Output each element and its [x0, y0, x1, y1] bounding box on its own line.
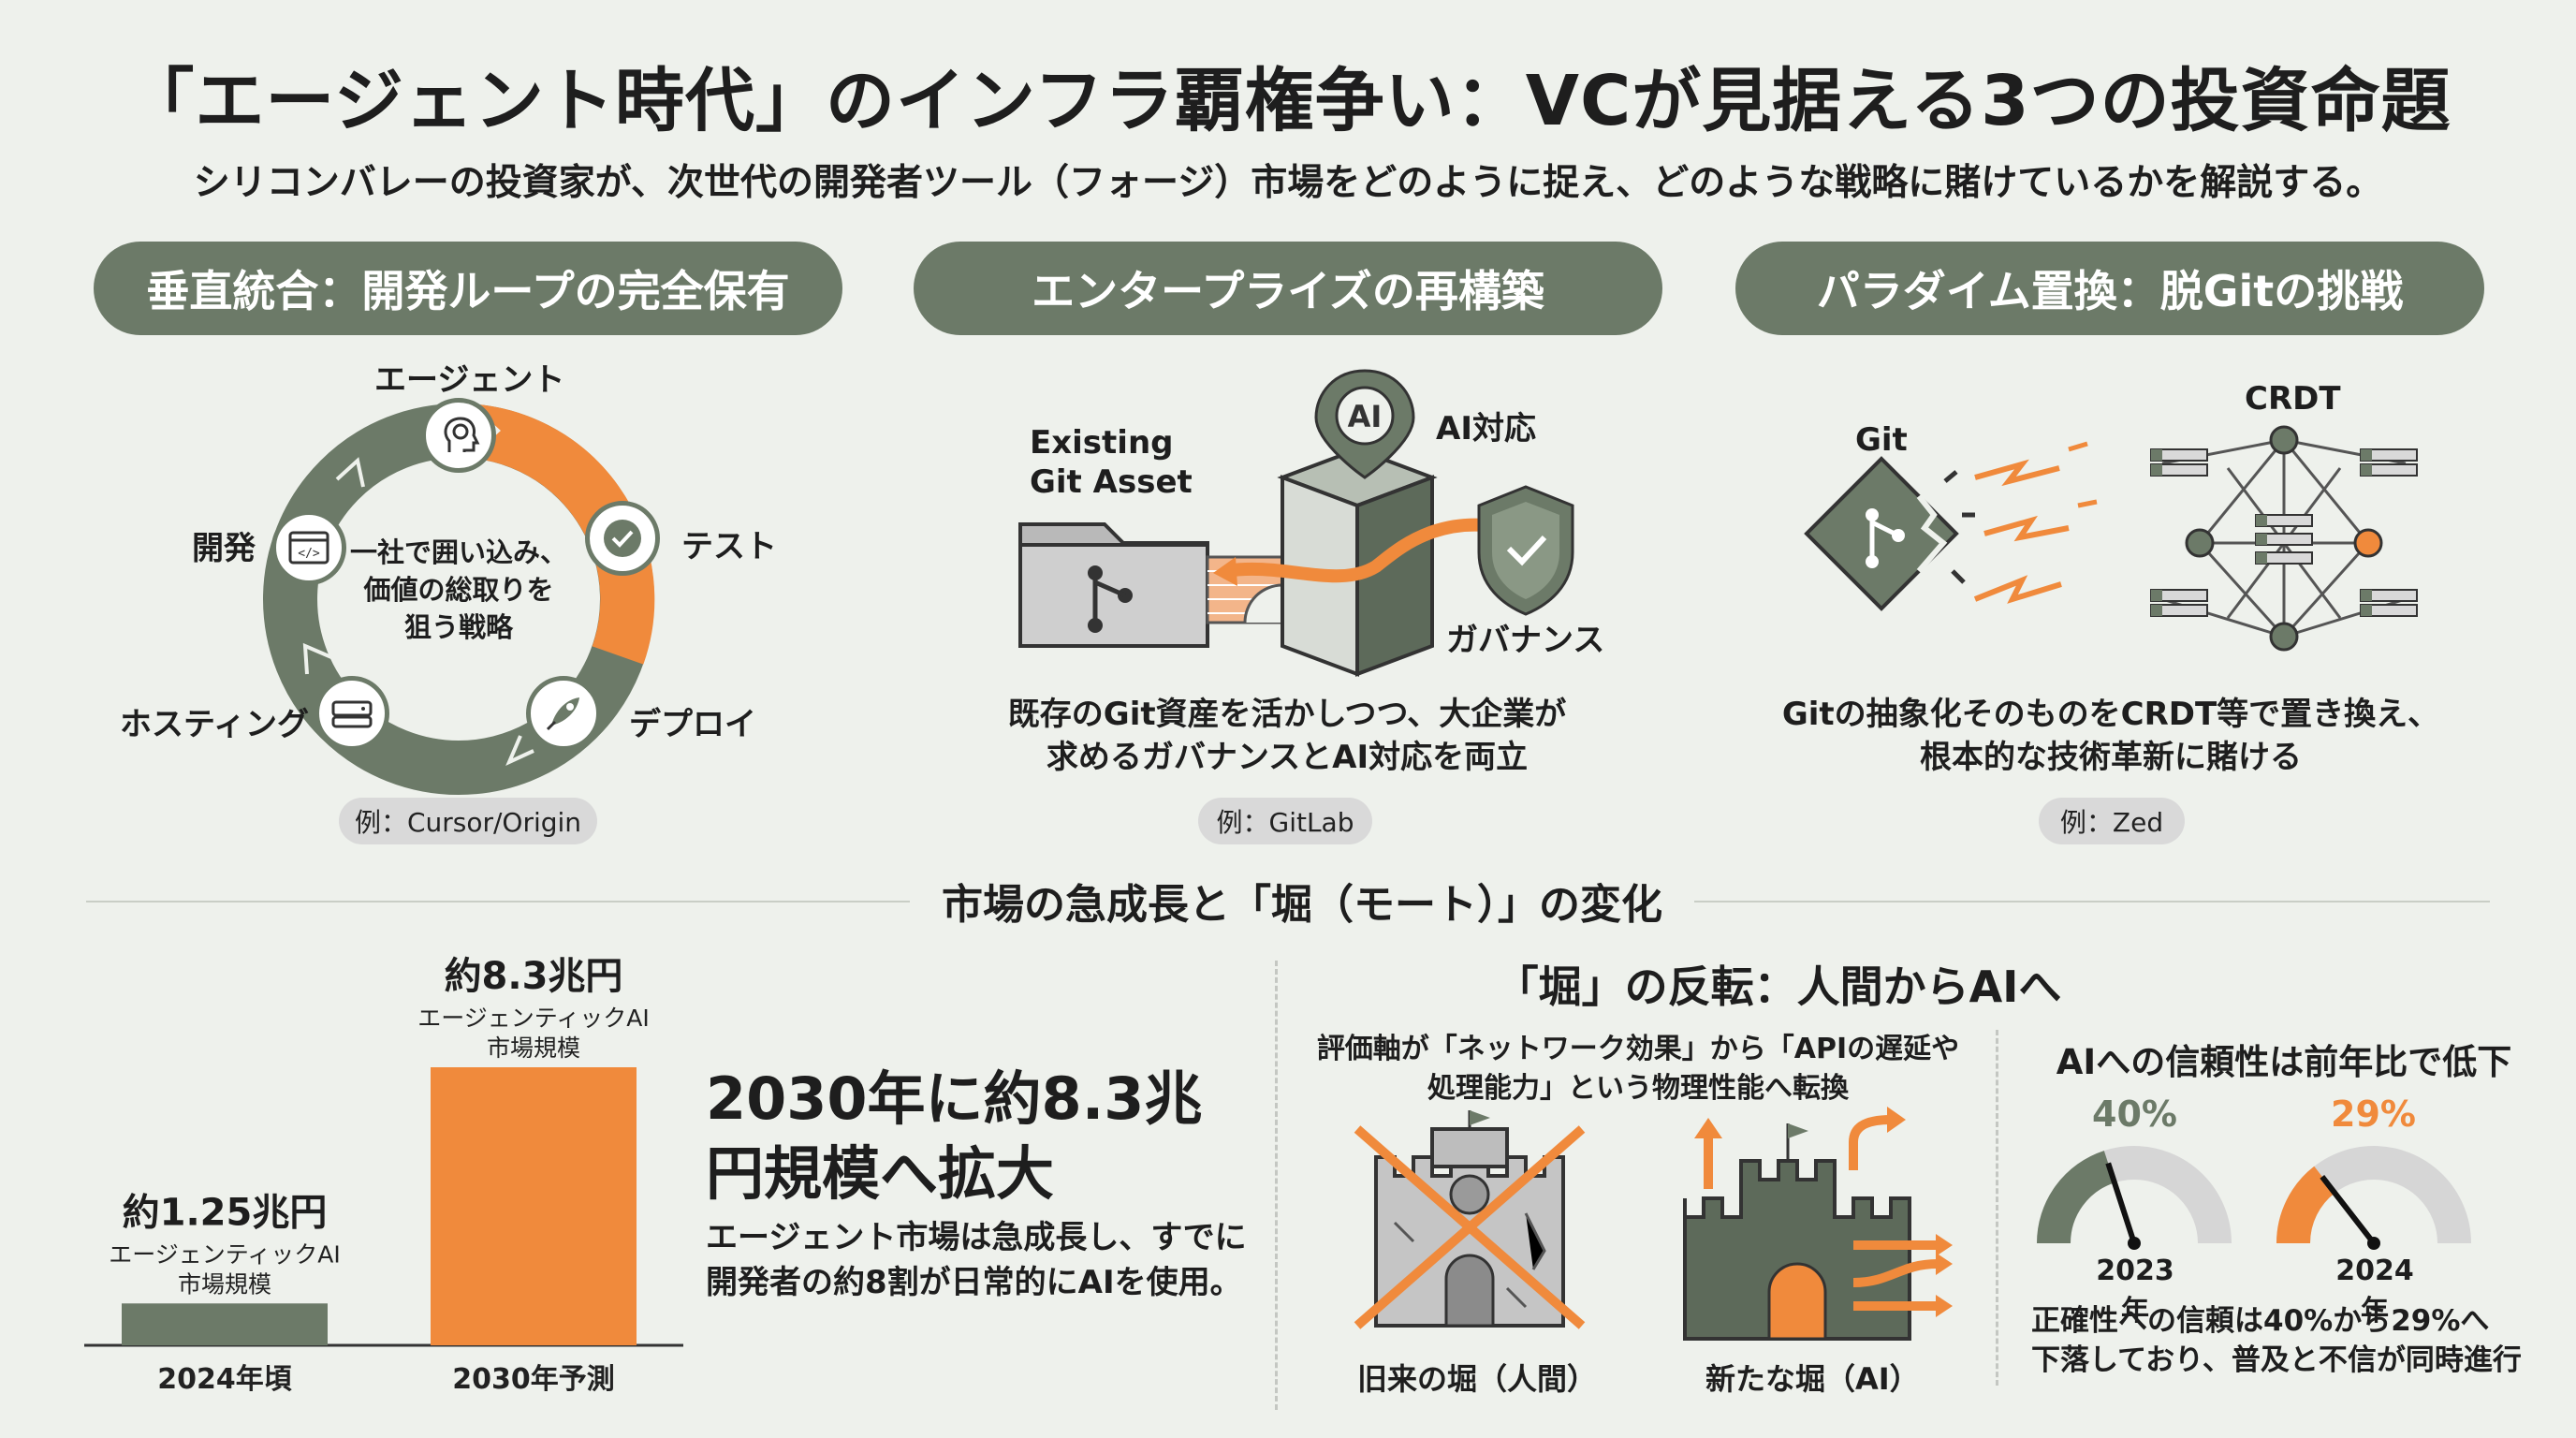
gauge-2023-value: 40% — [2092, 1093, 2177, 1135]
ai-badge-text: AI — [1348, 399, 1383, 434]
thesis-3-heading: パラダイム置換：脱Gitの挑戦 — [1735, 242, 2484, 335]
cycle-center-line-2: 価値の総取りを — [363, 574, 554, 606]
market-size-bar-chart: 市場規模エージェンティックAI約1.25兆円2024年頃市場規模エージェンティッ… — [84, 955, 683, 1396]
dashed-divider-1 — [1275, 961, 1278, 1410]
gauge-fill — [2276, 1166, 2335, 1244]
rocket-icon — [546, 697, 579, 731]
thesis-3-caption-line-1: Gitの抽象化そのものをCRDT等で置き換え、 — [1781, 696, 2440, 733]
gauge-needle — [2320, 1175, 2377, 1245]
gauge-hub — [2128, 1237, 2141, 1250]
bar-sub-label-0-0: 市場規模 — [178, 1270, 271, 1298]
thesis-1-heading: 垂直統合：開発ループの完全保有 — [94, 242, 842, 335]
old-castle-crossed-illustration — [1354, 1110, 1586, 1329]
thesis-1-example-badge: 例：Cursor/Origin — [339, 798, 597, 844]
bar-category-label-0: 2024年頃 — [157, 1363, 292, 1396]
git-label: Git — [1855, 421, 1908, 459]
cycle-center-line-1: 一社で囲い込み、 — [349, 536, 567, 568]
trust-note-line-2: 下落しており、普及と不信が同時進行 — [2031, 1343, 2522, 1377]
test-node — [585, 501, 660, 576]
gauge-needle — [2105, 1162, 2137, 1244]
moat-description-line-2: 処理能力」という物理性能へ転換 — [1427, 1072, 1849, 1105]
bar-sub-label-0-1: エージェンティックAI — [109, 1240, 340, 1268]
thesis-2-caption-line-2: 求めるガバナンスとAI対応を両立 — [1046, 739, 1529, 776]
thesis-3-example-badge: 例：Zed — [2039, 798, 2185, 844]
page-title: 「エージェント時代」のインフラ覇権争い：VCが見据える3つの投資命題 — [124, 61, 2452, 141]
cycle-label-dev: 開発 — [192, 530, 256, 567]
old-moat-label: 旧来の堀（人間） — [1357, 1361, 1598, 1397]
cycle-label-agent: エージェント — [374, 361, 565, 399]
section-divider-left — [86, 901, 910, 902]
ai-support-label: AI対応 — [1436, 410, 1536, 448]
thesis-2-example-badge: 例：GitLab — [1198, 798, 1372, 844]
section-divider-right — [1694, 901, 2490, 902]
svg-text:</>: </> — [298, 547, 320, 561]
dashed-divider-2 — [1996, 1030, 1998, 1386]
cycle-label-hosting: ホスティング — [120, 706, 309, 743]
bar-category-label-1: 2030年予測 — [452, 1363, 615, 1396]
market-body-line-1: エージェント市場は急成長し、すでに — [706, 1219, 1247, 1256]
crdt-label: CRDT — [2245, 380, 2341, 418]
agent-node — [421, 398, 496, 473]
cycle-label-test: テスト — [681, 528, 777, 565]
git-vs-crdt-illustration — [1804, 425, 2418, 652]
existing-git-asset-label: Existing Git Asset — [1030, 424, 1193, 501]
gauge-2024-value: 29% — [2331, 1093, 2416, 1135]
check-circle-icon — [604, 520, 641, 557]
brain-head-icon — [444, 417, 480, 452]
market-section-title: 市場の急成長と「堀（モート）」の変化 — [942, 881, 1662, 929]
bar-sub-label-1-0: 市場規模 — [487, 1034, 580, 1062]
bar-value-label-0: 約1.25兆円 — [123, 1191, 328, 1234]
trust-gauge-2023 — [2037, 1146, 2232, 1250]
dev-node: </> — [271, 510, 346, 585]
bar-sub-label-1-1: エージェンティックAI — [417, 1005, 649, 1032]
gauge-2023-year: 2023年 — [2096, 1255, 2174, 1328]
git-branch-icon — [1088, 565, 1133, 633]
cycle-center-line-3: 狙う戦略 — [403, 611, 513, 643]
moat-title: 「堀」の反転：人間からAIへ — [1495, 961, 2062, 1012]
market-headline-line-1: 2030年に約8.3兆 — [706, 1064, 1203, 1133]
gauge-2024-year: 2024年 — [2335, 1255, 2414, 1328]
market-body-line-2: 開発者の約8割が日常的にAIを使用。 — [706, 1264, 1242, 1301]
git-logo-icon — [1866, 508, 1905, 568]
hosting-node — [315, 676, 389, 751]
trust-note-line-1: 正確性への信頼は40%から29%へ — [2031, 1304, 2490, 1338]
bar-value-label-1: 約8.3兆円 — [445, 955, 623, 998]
bar-1 — [431, 1067, 637, 1345]
thesis-2-heading: エンタープライズの再構築 — [914, 242, 1662, 335]
moat-description-line-1: 評価軸が「ネットワーク効果」から「APIの遅延や — [1316, 1033, 1960, 1065]
bar-0 — [122, 1303, 328, 1345]
trust-gauge-2024 — [2276, 1146, 2471, 1250]
gauge-hub — [2367, 1237, 2380, 1250]
governance-label: ガバナンス — [1446, 622, 1605, 659]
gauge-fill — [2037, 1151, 2115, 1244]
market-headline-line-2: 円規模へ拡大 — [706, 1139, 1055, 1208]
code-window-icon: </> — [288, 531, 329, 565]
new-moat-label: 新たな堀（AI） — [1705, 1361, 1920, 1397]
enterprise-illustration: AI — [1018, 369, 1574, 677]
thesis-2-caption-line-1: 既存のGit資産を活かしつつ、大企業が — [1007, 696, 1567, 733]
trust-title: AIへの信頼性は前年比で低下 — [2056, 1042, 2512, 1082]
thesis-3-caption-line-2: 根本的な技術革新に賭ける — [1920, 739, 2302, 776]
new-castle-illustration — [1683, 1107, 1953, 1341]
page-subtitle: シリコンバレーの投資家が、次世代の開発者ツール（フォージ）市場をどのように捉え、… — [193, 162, 2383, 204]
server-icon — [331, 700, 373, 728]
deploy-node — [526, 676, 601, 751]
cycle-label-deploy: デプロイ — [629, 706, 756, 743]
